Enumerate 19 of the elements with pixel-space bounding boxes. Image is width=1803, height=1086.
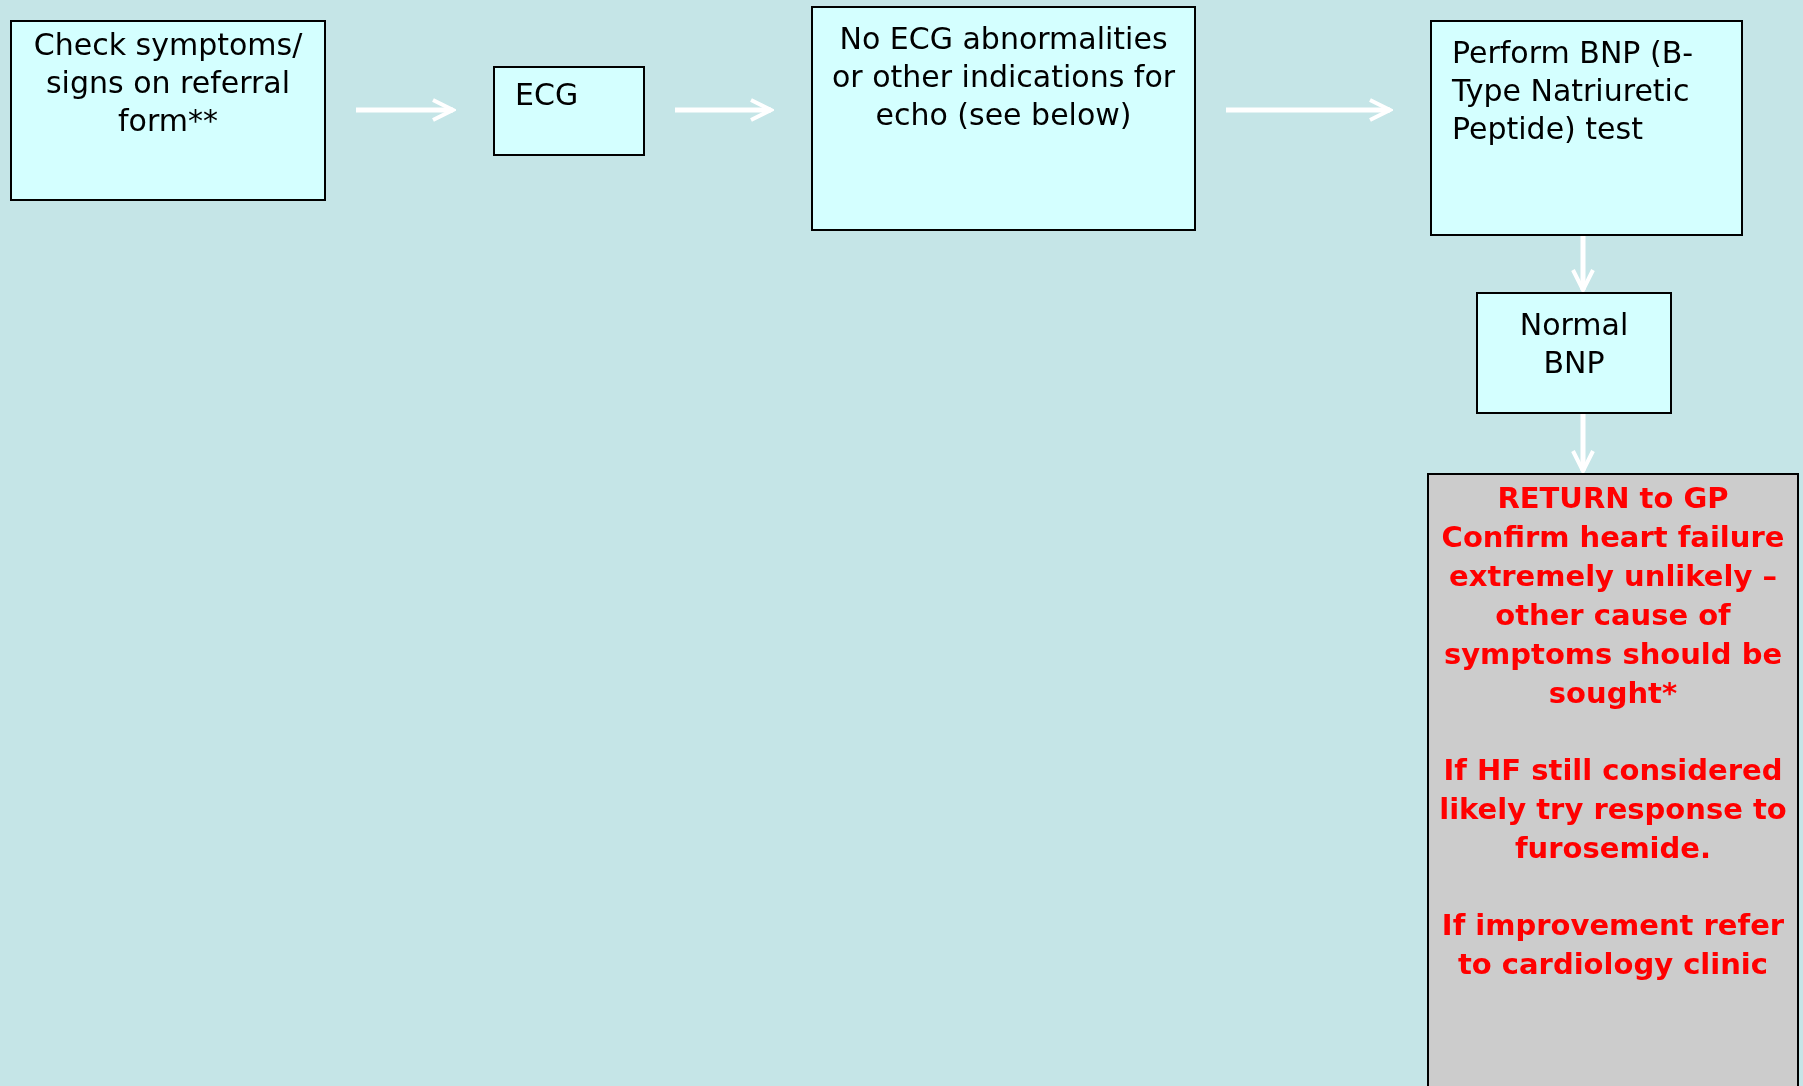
arrow bbox=[356, 98, 455, 122]
box-text: Check symptoms/ signs on referral form** bbox=[32, 26, 304, 140]
process-box bbox=[493, 66, 645, 156]
arrow bbox=[1226, 98, 1392, 122]
arrow bbox=[675, 98, 773, 122]
note-box bbox=[1427, 473, 1799, 1086]
box-text: ECG bbox=[515, 76, 580, 114]
process-box bbox=[1476, 292, 1672, 414]
box-text: If improvement refer to cardiology clinic bbox=[1440, 907, 1786, 983]
arrow bbox=[1571, 414, 1595, 473]
arrow bbox=[1571, 236, 1595, 292]
box-text: Perform BNP (B-Type Natriuretic Peptide) test bbox=[1452, 34, 1695, 148]
box-text: Normal BNP bbox=[1518, 306, 1630, 382]
process-box bbox=[1430, 20, 1743, 236]
process-box bbox=[811, 6, 1196, 231]
box-text: No ECG abnormalities or other indications for echo (see below) bbox=[830, 20, 1177, 134]
box-text: RETURN to GP Confirm heart failure extremely unlikely – other cause of symptoms should be sought* bbox=[1440, 480, 1786, 712]
box-text: If HF still considered likely try response to furosemide. bbox=[1438, 752, 1788, 867]
process-box bbox=[10, 20, 326, 201]
